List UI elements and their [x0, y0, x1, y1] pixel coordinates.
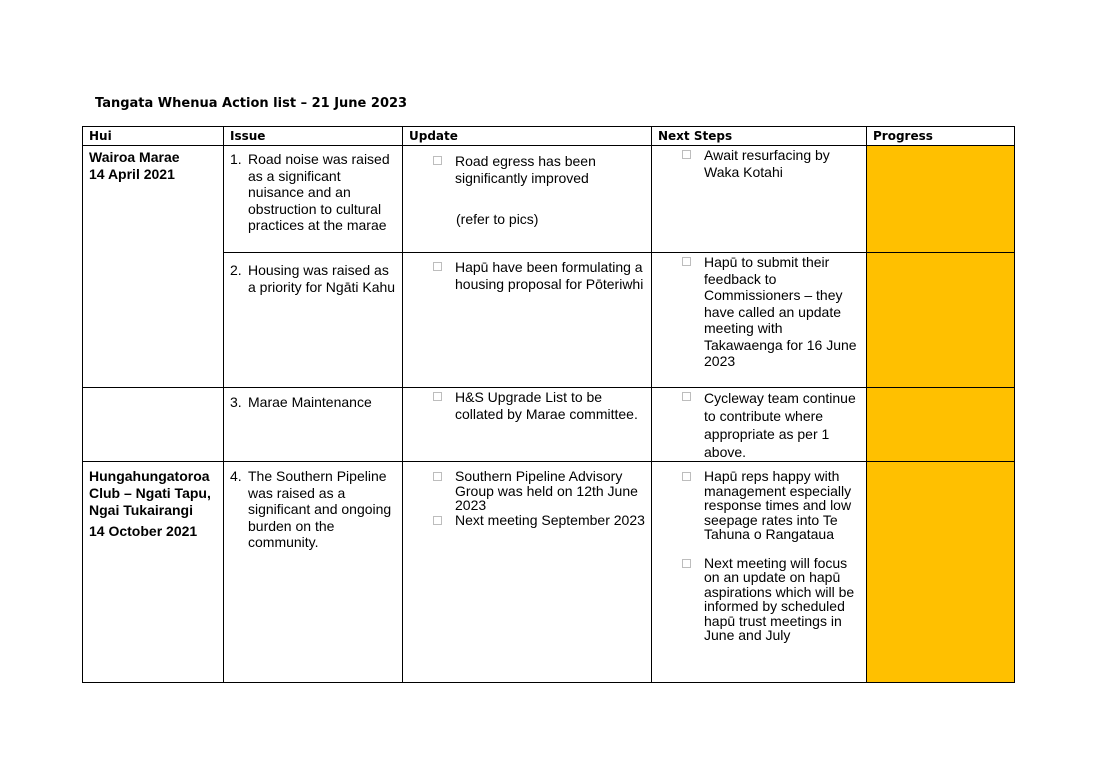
table-row: 2. Housing was raised as a priority for N… [83, 252, 1015, 388]
hui-name: Hungahungatoroa Club – Ngati Tapu, Ngai … [89, 468, 211, 518]
hui-date: 14 October 2021 [89, 523, 198, 539]
hui-cell [82, 387, 224, 462]
list-item: Await resurfacing by Waka Kotahi [652, 147, 866, 180]
header-issue: Issue [223, 126, 403, 146]
action-list-table: Hui Issue Update Next Steps Progress Wai… [82, 126, 1015, 683]
issue-number: 1. [230, 151, 242, 167]
table-row: Wairoa Marae 14 April 2021 1. Road noise … [82, 145, 1015, 388]
next-steps-text: Cycleway team continue to contribute whe… [704, 390, 856, 460]
next-steps-text: Hapū to submit their feedback to Commiss… [704, 254, 857, 369]
list-item: Next meeting September 2023 [403, 511, 651, 528]
next-steps-text: Await resurfacing by Waka Kotahi [704, 147, 830, 180]
update-text: Southern Pipeline Advisory Group was hel… [455, 468, 638, 513]
update-text: (refer to pics) [456, 211, 539, 227]
header-update: Update [402, 126, 652, 146]
update-cell: Road egress has been significantly impro… [402, 145, 652, 253]
hui-cell: Wairoa Marae 14 April 2021 [82, 145, 224, 388]
issue-number: 4. [230, 468, 242, 484]
progress-cell [866, 461, 1015, 683]
update-cell: Hapū have been formulating a housing pro… [402, 252, 652, 388]
next-steps-text: Hapū reps happy with management especial… [704, 468, 852, 542]
document-title: Tangata Whenua Action list – 21 June 202… [95, 96, 408, 111]
list-item: Hapū reps happy with management especial… [652, 469, 866, 542]
hui-cell: Hungahungatoroa Club – Ngati Tapu, Ngai … [82, 461, 224, 683]
list-item: Hapū to submit their feedback to Commiss… [652, 254, 866, 370]
issue-cell: 2. Housing was raised as a priority for N… [223, 252, 403, 388]
issue-text: Marae Maintenance [248, 394, 372, 410]
issue-number: 3. [230, 394, 242, 410]
next-steps-cell: Hapū reps happy with management especial… [651, 461, 867, 683]
list-item: Next meeting will focus on an update on … [652, 554, 866, 643]
list-item: (refer to pics) [403, 211, 651, 228]
next-steps-cell: Await resurfacing by Waka Kotahi [651, 145, 867, 253]
progress-cell [866, 145, 1015, 253]
list-item: Cycleway team continue to contribute whe… [652, 389, 866, 461]
header-progress: Progress [866, 126, 1015, 146]
hui-name: Wairoa Marae [89, 149, 180, 165]
update-text: Next meeting September 2023 [455, 511, 645, 528]
checkbox-bullet-icon [682, 257, 691, 266]
next-steps-text: Next meeting will focus on an update on … [704, 554, 855, 643]
issue-text: Housing was raised as a priority for Ngā… [248, 262, 396, 295]
checkbox-bullet-icon [433, 262, 442, 271]
list-item: Southern Pipeline Advisory Group was hel… [403, 469, 651, 513]
header-next-steps: Next Steps [651, 126, 867, 146]
checkbox-bullet-icon [682, 392, 691, 401]
list-item: Road egress has been significantly impro… [403, 153, 651, 186]
checkbox-bullet-icon [433, 392, 442, 401]
list-item: Hapū have been formulating a housing pro… [403, 259, 651, 292]
next-steps-cell: Cycleway team continue to contribute whe… [651, 387, 867, 462]
issue-cell: 3. Marae Maintenance [223, 387, 403, 462]
issue-number: 2. [230, 262, 242, 278]
update-cell: H&S Upgrade List to be collated by Marae… [402, 387, 652, 462]
next-steps-cell: Hapū to submit their feedback to Commiss… [651, 252, 867, 388]
issue-cell: 1. Road noise was raised as a significant… [223, 145, 403, 253]
hui-date: 14 April 2021 [89, 165, 175, 182]
progress-cell [866, 387, 1015, 462]
issue-text: The Southern Pipeline was raised as a si… [248, 468, 392, 550]
checkbox-bullet-icon [433, 156, 442, 165]
checkbox-bullet-icon [433, 472, 442, 481]
issue-cell: 4. The Southern Pipeline was raised as a … [223, 461, 403, 683]
checkbox-bullet-icon [682, 150, 691, 159]
checkbox-bullet-icon [682, 472, 691, 481]
update-text: Road egress has been significantly impro… [455, 153, 596, 186]
progress-cell [866, 252, 1015, 388]
update-cell: Southern Pipeline Advisory Group was hel… [402, 461, 652, 683]
checkbox-bullet-icon [433, 515, 442, 525]
table-row: 3. Marae Maintenance H&S Upgrade List to … [82, 387, 1015, 462]
update-text: Hapū have been formulating a housing pro… [455, 259, 644, 292]
checkbox-bullet-icon [682, 558, 691, 568]
header-hui: Hui [82, 126, 224, 146]
update-text: H&S Upgrade List to be collated by Marae… [455, 389, 638, 422]
table-row: Hungahungatoroa Club – Ngati Tapu, Ngai … [82, 461, 1015, 683]
list-item: H&S Upgrade List to be collated by Marae… [403, 389, 651, 422]
header-row: Hui Issue Update Next Steps Progress [82, 126, 1015, 146]
issue-text: Road noise was raised as a significant n… [248, 151, 390, 233]
